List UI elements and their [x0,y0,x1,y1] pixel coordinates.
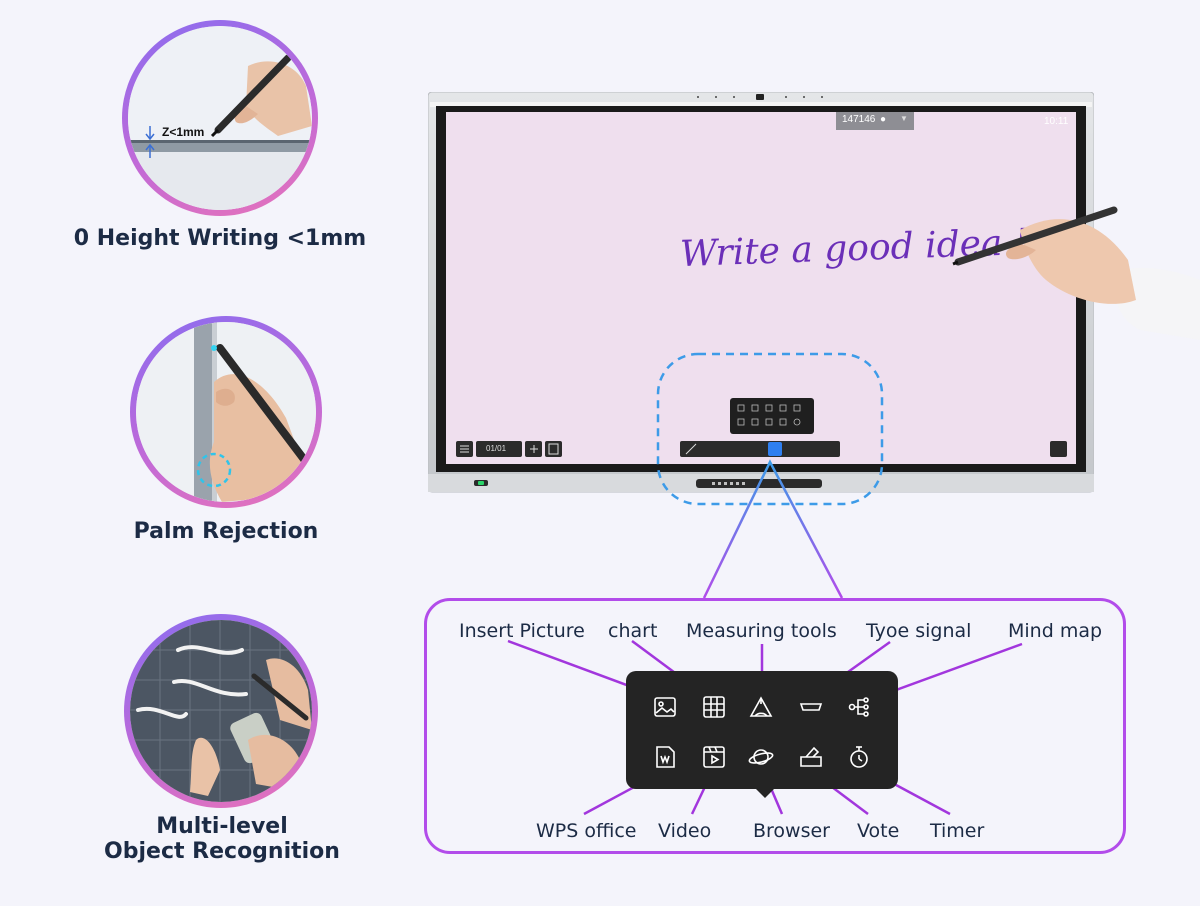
display-bezel [428,92,1094,493]
chart-icon[interactable] [699,692,729,722]
video-icon[interactable] [699,742,729,772]
browser-icon[interactable] [746,742,776,772]
measuring-tools-icon[interactable] [746,692,776,722]
writing-hand-illustration [952,206,1200,340]
palm-rejection-label: Palm Rejection [133,519,319,544]
type-signal-icon[interactable] [796,692,826,722]
zero-height-writing-label: 0 Height Writing <1mm [73,226,367,251]
wps-office-label: WPS office [536,820,637,842]
object-recognition-label: Multi-level Object Recognition [60,814,384,864]
measuring-tools-label: Measuring tools [686,620,837,642]
panel-pointer [755,788,775,798]
user-id-tag[interactable]: 147146 [842,114,876,125]
video-label: Video [658,820,712,842]
interactive-display: 147146 ● ▼ 10:11 01/01 Write a good idea… [428,92,1094,494]
page-counter[interactable]: 01/01 [486,444,507,453]
tools-callout [424,598,1126,854]
type-signal-label: Tyoe signal [866,620,972,642]
wps-office-icon[interactable] [650,742,680,772]
chart-label: chart [608,620,658,642]
pen-on-glass-illustration: Z<1mm [128,26,312,210]
object-recognition-circle [124,614,318,808]
object-recognition-label-line2: Object Recognition [104,839,340,864]
timer-label: Timer [930,820,985,842]
screen-clock: 10:11 [1044,116,1069,127]
vote-label: Vote [857,820,900,842]
mind-map-label: Mind map [1008,620,1103,642]
palm-rejection-circle [130,316,322,508]
object-recognition-illustration [130,620,312,802]
toolbar-highlight [656,352,884,506]
tools-panel [626,671,898,789]
object-recognition-label-line1: Multi-level [156,814,288,839]
palm-rejection-illustration [136,322,316,502]
zero-height-writing-circle: Z<1mm [122,20,318,216]
z-distance-label: Z<1mm [162,125,204,139]
timer-icon[interactable] [844,742,874,772]
insert-picture-label: Insert Picture [459,620,585,642]
vote-icon[interactable] [796,742,826,772]
user-icon: ● [880,114,887,125]
mind-map-icon[interactable] [844,692,874,722]
browser-label: Browser [753,820,830,842]
insert-picture-icon[interactable] [650,692,680,722]
chevron-down-icon[interactable]: ▼ [900,114,908,123]
